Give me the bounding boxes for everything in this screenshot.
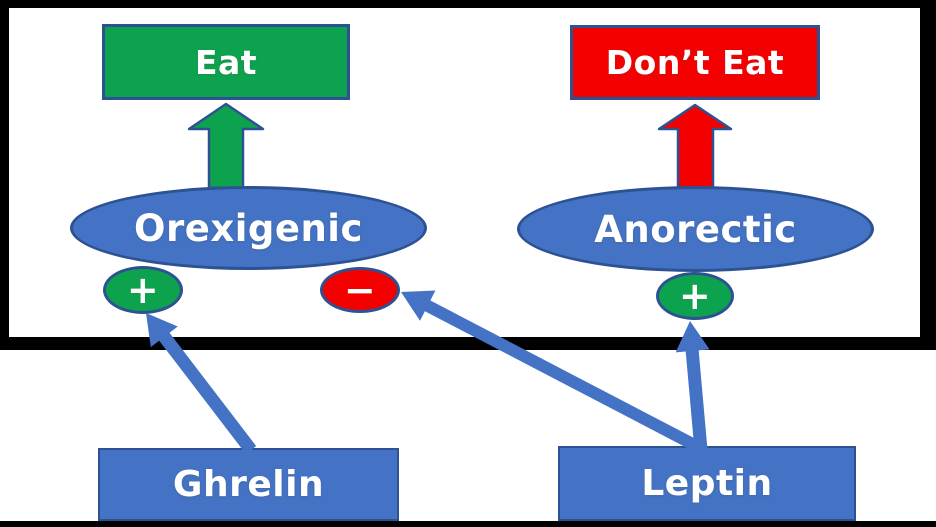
leptin-label: Leptin: [641, 463, 773, 504]
minus-icon: −: [343, 268, 377, 312]
orexigenic-ellipse: Orexigenic: [70, 186, 427, 270]
eat-box: Eat: [102, 24, 350, 100]
anorectic-ellipse: Anorectic: [517, 186, 874, 272]
orexigenic-minus-badge: −: [320, 267, 400, 313]
plus-icon: +: [678, 274, 712, 318]
anorectic-plus-badge: +: [656, 272, 734, 320]
dont-eat-label: Don’t Eat: [605, 43, 785, 82]
bottom-black-bar: [0, 521, 936, 527]
eat-label: Eat: [194, 42, 258, 82]
plus-icon: +: [126, 268, 160, 312]
leptin-box: Leptin: [558, 446, 856, 521]
ghrelin-box: Ghrelin: [98, 448, 399, 521]
orexigenic-plus-badge: +: [103, 266, 183, 314]
orexigenic-label: Orexigenic: [134, 206, 363, 250]
anorectic-label: Anorectic: [594, 207, 797, 251]
ghrelin-label: Ghrelin: [172, 464, 325, 505]
dont-eat-box: Don’t Eat: [570, 25, 820, 100]
